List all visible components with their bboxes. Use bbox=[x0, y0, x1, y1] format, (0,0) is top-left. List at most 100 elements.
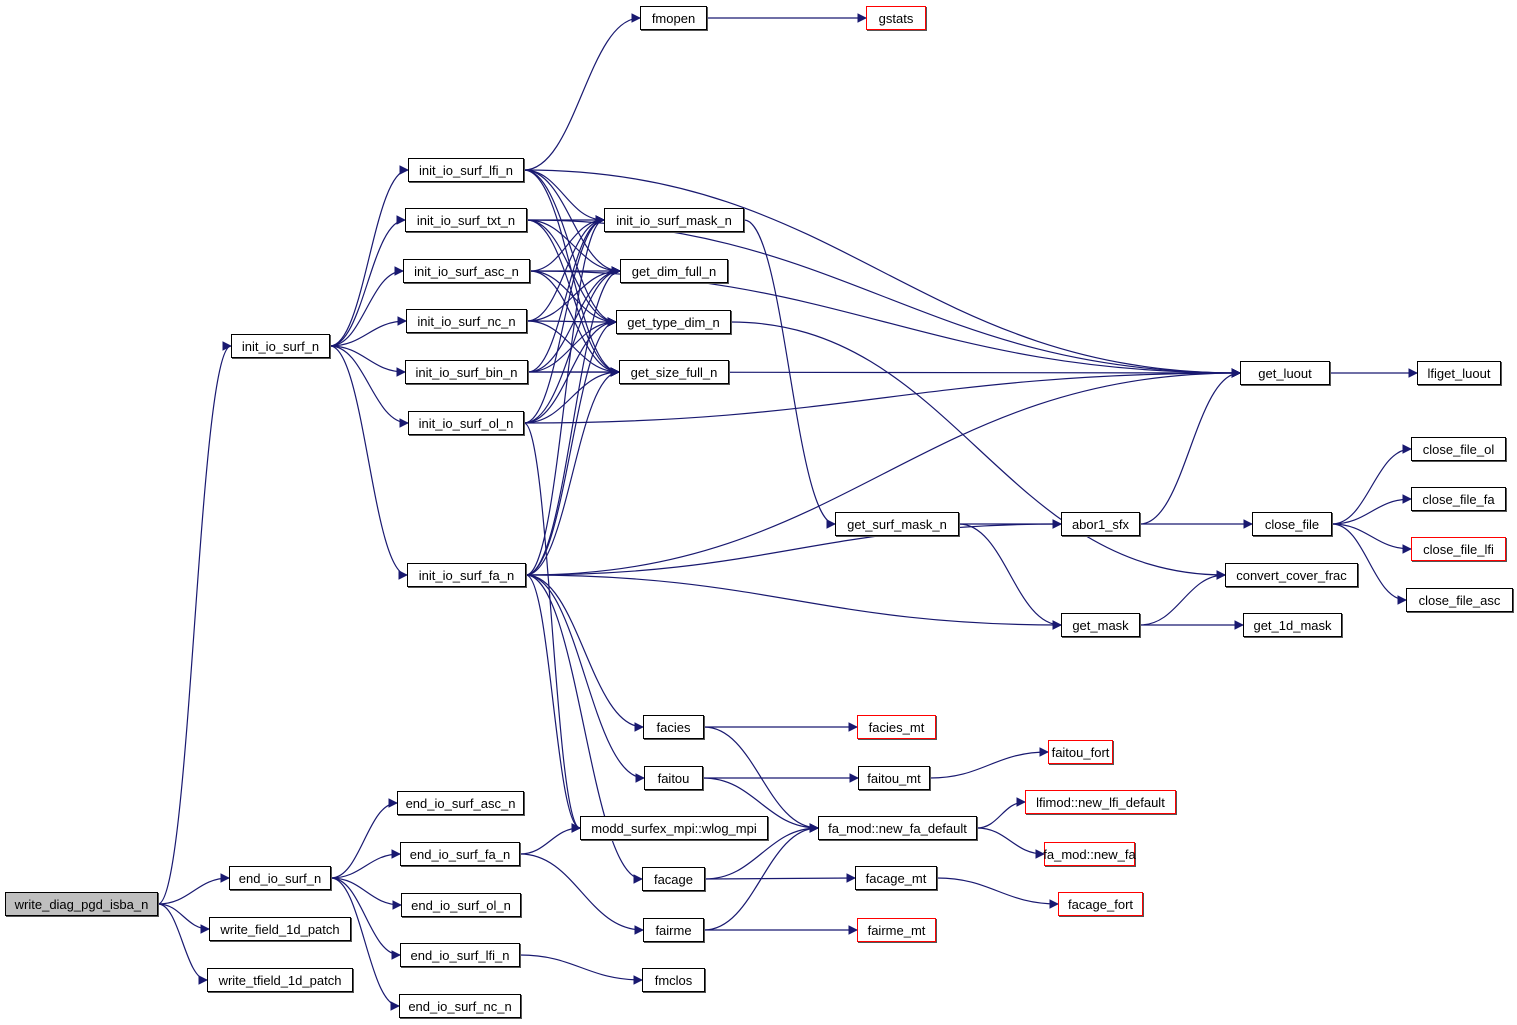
edge-init-io-surf-fa-n-to-faitou bbox=[525, 574, 645, 783]
node-fairme-mt[interactable]: fairme_mt bbox=[857, 918, 936, 942]
edge-init-io-surf-lfi-n-to-fmopen bbox=[523, 13, 641, 171]
node-end-io-surf-nc-n[interactable]: end_io_surf_nc_n bbox=[399, 994, 521, 1018]
node-lfiget-luout[interactable]: lfiget_luout bbox=[1417, 361, 1501, 385]
edge-init-io-surf-n-to-init-io-surf-ol-n bbox=[329, 345, 409, 428]
node-label: get_luout bbox=[1258, 365, 1312, 381]
edge-init-io-surf-n-to-init-io-surf-asc-n bbox=[329, 266, 404, 347]
node-init-io-surf-ol-n[interactable]: init_io_surf_ol_n bbox=[408, 411, 524, 435]
node-lfimod-new-lfi-default[interactable]: lfimod::new_lfi_default bbox=[1025, 790, 1176, 814]
node-init-io-surf-lfi-n[interactable]: init_io_surf_lfi_n bbox=[408, 158, 524, 182]
node-label: write_tfield_1d_patch bbox=[218, 972, 342, 988]
node-init-io-surf-txt-n[interactable]: init_io_surf_txt_n bbox=[405, 208, 527, 232]
node-get-surf-mask-n[interactable]: get_surf_mask_n bbox=[835, 512, 959, 536]
node-facies-mt[interactable]: facies_mt bbox=[857, 715, 936, 739]
edge-init-io-surf-txt-n-to-get-dim-full-n bbox=[526, 219, 621, 276]
edge-init-io-surf-fa-n-to-get-type-dim-n bbox=[525, 317, 617, 576]
node-label: init_io_surf_nc_n bbox=[417, 313, 516, 329]
node-faitou-mt[interactable]: faitou_mt bbox=[858, 766, 930, 790]
node-close-file-fa[interactable]: close_file_fa bbox=[1411, 487, 1506, 511]
node-label: get_dim_full_n bbox=[631, 263, 717, 279]
edge-init-io-surf-lfi-n-to-get-type-dim-n bbox=[523, 169, 617, 327]
node-label: facies bbox=[656, 719, 691, 735]
node-fairme[interactable]: fairme bbox=[643, 918, 704, 942]
node-init-io-surf-nc-n[interactable]: init_io_surf_nc_n bbox=[406, 309, 527, 333]
node-init-io-surf-mask-n[interactable]: init_io_surf_mask_n bbox=[604, 208, 744, 232]
node-end-io-surf-lfi-n[interactable]: end_io_surf_lfi_n bbox=[400, 943, 520, 967]
node-close-file[interactable]: close_file bbox=[1252, 512, 1332, 536]
node-label: fa_mod::new_fa bbox=[1043, 846, 1136, 862]
node-label: lfiget_luout bbox=[1427, 365, 1491, 381]
node-get-mask[interactable]: get_mask bbox=[1061, 613, 1140, 637]
node-label: init_io_surf_lfi_n bbox=[419, 162, 513, 178]
node-end-io-surf-asc-n[interactable]: end_io_surf_asc_n bbox=[397, 791, 524, 815]
node-facage-mt[interactable]: facage_mt bbox=[855, 866, 937, 890]
edge-init-io-surf-ol-n-to-modd-surfex-mpi-wlog-mpi bbox=[523, 422, 581, 833]
edge-init-io-surf-nc-n-to-get-type-dim-n bbox=[526, 317, 617, 327]
node-fmopen[interactable]: fmopen bbox=[640, 6, 707, 30]
node-init-io-surf-n[interactable]: init_io_surf_n bbox=[231, 334, 330, 358]
node-label: convert_cover_frac bbox=[1236, 567, 1347, 583]
node-write-diag-pgd-isba-n: write_diag_pgd_isba_n bbox=[5, 892, 158, 916]
node-label: facage bbox=[653, 871, 694, 887]
edge-init-io-surf-fa-n-to-get-dim-full-n bbox=[525, 266, 621, 576]
node-init-io-surf-asc-n[interactable]: init_io_surf_asc_n bbox=[403, 259, 530, 283]
node-write-field-1d-patch[interactable]: write_field_1d_patch bbox=[209, 917, 351, 941]
edge-init-io-surf-ol-n-to-get-size-full-n bbox=[523, 367, 620, 424]
edge-write-diag-pgd-isba-n-to-write-field-1d-patch bbox=[157, 903, 210, 934]
edge-init-io-surf-nc-n-to-init-io-surf-mask-n bbox=[526, 215, 605, 322]
node-end-io-surf-fa-n[interactable]: end_io_surf_fa_n bbox=[400, 842, 520, 866]
node-label: fairme bbox=[655, 922, 692, 938]
node-label: init_io_surf_fa_n bbox=[418, 567, 515, 583]
node-label: get_size_full_n bbox=[630, 364, 718, 380]
node-init-io-surf-bin-n[interactable]: init_io_surf_bin_n bbox=[405, 360, 528, 384]
node-convert-cover-frac[interactable]: convert_cover_frac bbox=[1225, 563, 1358, 587]
node-faitou[interactable]: faitou bbox=[644, 766, 703, 790]
node-gstats[interactable]: gstats bbox=[866, 6, 926, 30]
edge-faitou-mt-to-faitou-fort bbox=[929, 747, 1049, 779]
node-get-luout[interactable]: get_luout bbox=[1240, 361, 1330, 385]
node-fa-mod-new-fa[interactable]: fa_mod::new_fa bbox=[1043, 842, 1136, 866]
node-facage[interactable]: facage bbox=[642, 867, 705, 891]
node-fmclos[interactable]: fmclos bbox=[642, 968, 705, 992]
edge-init-io-surf-fa-n-to-init-io-surf-mask-n bbox=[525, 215, 605, 576]
node-end-io-surf-n[interactable]: end_io_surf_n bbox=[229, 866, 331, 890]
node-close-file-asc[interactable]: close_file_asc bbox=[1406, 588, 1513, 612]
node-fa-mod-new-fa-default[interactable]: fa_mod::new_fa_default bbox=[818, 816, 977, 840]
edge-get-type-dim-n-to-convert-cover-frac bbox=[730, 321, 1226, 580]
edge-close-file-to-close-file-lfi bbox=[1331, 523, 1412, 554]
edge-init-io-surf-fa-n-to-modd-surfex-mpi-wlog-mpi bbox=[525, 574, 581, 833]
edge-get-mask-to-convert-cover-frac bbox=[1139, 570, 1226, 626]
node-abor1-sfx[interactable]: abor1_sfx bbox=[1061, 512, 1140, 536]
node-label: init_io_surf_ol_n bbox=[418, 415, 514, 431]
node-end-io-surf-ol-n[interactable]: end_io_surf_ol_n bbox=[401, 893, 521, 917]
node-label: facies_mt bbox=[868, 719, 925, 735]
edge-facage-to-facage-mt bbox=[704, 873, 856, 883]
node-close-file-ol[interactable]: close_file_ol bbox=[1411, 437, 1506, 461]
node-label: end_io_surf_lfi_n bbox=[410, 947, 510, 963]
node-write-tfield-1d-patch[interactable]: write_tfield_1d_patch bbox=[207, 968, 353, 992]
node-get-type-dim-n[interactable]: get_type_dim_n bbox=[616, 310, 731, 334]
node-label: fmopen bbox=[651, 10, 696, 26]
node-facage-fort[interactable]: facage_fort bbox=[1058, 892, 1143, 916]
edge-init-io-surf-fa-n-to-abor1-sfx bbox=[525, 519, 1062, 576]
node-label: facage_fort bbox=[1067, 896, 1134, 912]
node-init-io-surf-fa-n[interactable]: init_io_surf_fa_n bbox=[407, 563, 526, 587]
node-get-size-full-n[interactable]: get_size_full_n bbox=[619, 360, 729, 384]
node-get-1d-mask[interactable]: get_1d_mask bbox=[1243, 613, 1342, 637]
node-faitou-fort[interactable]: faitou_fort bbox=[1048, 740, 1113, 764]
node-get-dim-full-n[interactable]: get_dim_full_n bbox=[620, 259, 728, 283]
node-label: abor1_sfx bbox=[1071, 516, 1130, 532]
edge-init-io-surf-txt-n-to-get-luout bbox=[526, 219, 1241, 378]
edge-end-io-surf-n-to-end-io-surf-ol-n bbox=[330, 877, 402, 910]
node-facies[interactable]: facies bbox=[643, 715, 704, 739]
node-modd-surfex-mpi-wlog-mpi[interactable]: modd_surfex_mpi::wlog_mpi bbox=[580, 816, 768, 840]
node-close-file-lfi[interactable]: close_file_lfi bbox=[1411, 537, 1506, 561]
edge-close-file-to-close-file-fa bbox=[1331, 494, 1412, 525]
edge-facage-mt-to-facage-fort bbox=[936, 877, 1059, 909]
node-label: faitou_mt bbox=[867, 770, 921, 786]
edge-end-io-surf-n-to-end-io-surf-nc-n bbox=[330, 877, 400, 1011]
node-label: get_mask bbox=[1072, 617, 1129, 633]
edge-init-io-surf-n-to-init-io-surf-txt-n bbox=[329, 215, 406, 347]
node-label: close_file_ol bbox=[1422, 441, 1495, 457]
